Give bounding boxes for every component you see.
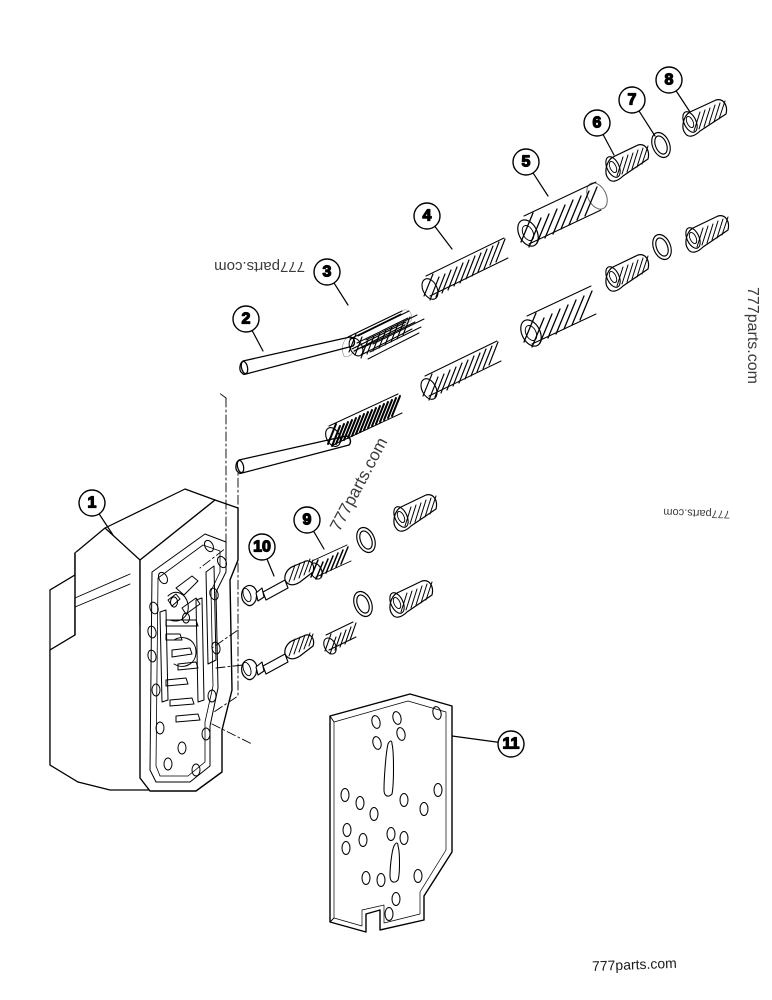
- threaded-plug-row4: [389, 580, 434, 618]
- spring-medium-upper: [421, 237, 509, 301]
- callout-circle-1[interactable]: [78, 489, 106, 517]
- spring-large-lower: [520, 285, 597, 348]
- threaded-plug-row2-right: [685, 215, 730, 253]
- callout-8[interactable]: 8: [655, 66, 691, 113]
- washer-7: [651, 131, 671, 159]
- dowel-pin-upper: [239, 336, 356, 376]
- callout-11[interactable]: 11: [451, 730, 525, 758]
- callout-circle-7[interactable]: [618, 86, 646, 114]
- callout-circle-2[interactable]: [232, 305, 260, 333]
- spring-medium-lower: [420, 340, 502, 401]
- callout-number-4: 4: [423, 208, 432, 225]
- callout-1[interactable]: 1: [78, 489, 114, 536]
- callout-number-2: 2: [242, 311, 251, 328]
- threaded-plug-6: [605, 144, 650, 182]
- threaded-plug-row3: [393, 494, 438, 532]
- callout-circle-5[interactable]: [512, 148, 540, 176]
- callout-5[interactable]: 5: [512, 148, 549, 197]
- callout-leader-4: [434, 225, 453, 250]
- gasket-plate: [329, 693, 453, 933]
- callout-leader-11: [451, 735, 499, 743]
- spring-small-upper: [342, 309, 425, 360]
- callout-10[interactable]: 10: [248, 533, 276, 577]
- callout-number-8: 8: [665, 72, 674, 89]
- valve-body: [49, 488, 239, 792]
- callout-number-5: 5: [522, 154, 531, 171]
- valve-spool-upper: [241, 558, 315, 607]
- callout-leader-2: [251, 329, 264, 352]
- callout-leader-3: [333, 282, 349, 306]
- callout-3[interactable]: 3: [313, 258, 349, 306]
- callout-circle-4[interactable]: [413, 202, 441, 230]
- valve-spool-lower: [241, 632, 315, 681]
- callout-number-3: 3: [323, 264, 332, 281]
- callout-circle-3[interactable]: [313, 258, 341, 286]
- callout-number-9: 9: [303, 512, 312, 529]
- callout-leader-1: [98, 513, 114, 536]
- callout-4[interactable]: 4: [413, 202, 453, 250]
- threaded-plug-row2-left: [605, 254, 650, 292]
- callout-layer: 1 2 3 4 5 6 7 8 9 10 11: [78, 66, 691, 758]
- callout-number-1: 1: [88, 495, 97, 512]
- callout-leader-8: [675, 90, 691, 113]
- callout-number-10: 10: [253, 539, 271, 556]
- spring-small-lower: [323, 621, 357, 655]
- callout-9[interactable]: 9: [293, 506, 325, 550]
- callout-circle-6[interactable]: [583, 109, 611, 137]
- callout-leader-10: [266, 558, 275, 577]
- callout-circle-8[interactable]: [655, 66, 683, 94]
- callout-leader-6: [602, 133, 615, 156]
- washer-row2: [652, 233, 672, 261]
- spring-short-9: [309, 544, 352, 580]
- callout-6[interactable]: 6: [583, 109, 615, 156]
- callout-leader-9: [312, 530, 325, 550]
- callout-2[interactable]: 2: [232, 305, 264, 352]
- washer-row4: [353, 590, 373, 618]
- callout-circle-10[interactable]: [248, 533, 276, 561]
- callout-leader-7: [638, 110, 656, 137]
- callout-number-7: 7: [628, 92, 637, 109]
- threaded-plug-8: [682, 99, 728, 137]
- callout-circle-9[interactable]: [293, 506, 321, 534]
- callout-number-6: 6: [593, 115, 602, 132]
- callout-number-11: 11: [503, 736, 520, 753]
- callout-7[interactable]: 7: [618, 86, 656, 137]
- dowel-pin-lower: [235, 435, 352, 475]
- callout-circle-11[interactable]: [497, 730, 525, 758]
- spring-dense-long: [325, 393, 403, 447]
- spring-large-upper: [517, 181, 608, 248]
- footer-label: 777parts.com: [591, 954, 678, 974]
- callout-leader-5: [532, 172, 549, 197]
- washer-row3: [356, 526, 376, 554]
